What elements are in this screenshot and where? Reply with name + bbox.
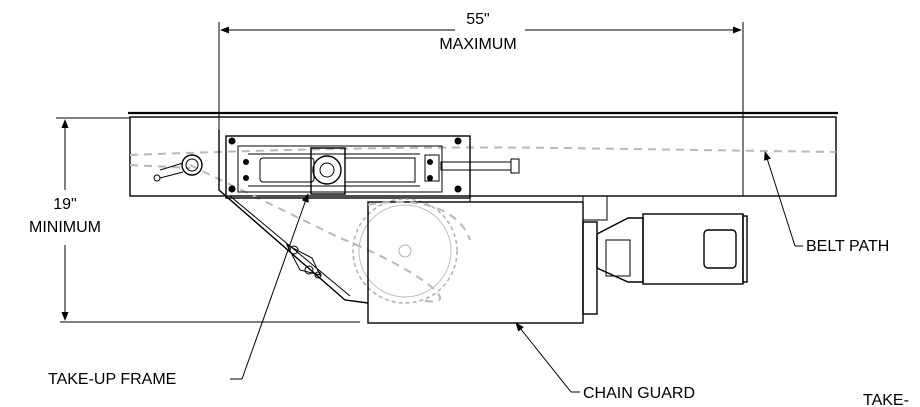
height-note: MINIMUM [29, 219, 101, 236]
width-value: 55" [466, 11, 489, 28]
take-up-frame-label: TAKE-UP FRAME [48, 371, 176, 388]
take-up-frame-assembly [218, 130, 520, 304]
chain-guard [367, 201, 584, 324]
height-value: 19" [53, 196, 76, 213]
belt-path-leader [764, 151, 803, 247]
take-up-frame-leader [230, 193, 309, 380]
drive-sprocket [352, 198, 458, 304]
belt-path-line [129, 146, 837, 303]
chain-guard-leader [515, 322, 580, 393]
belt-path-label: BELT PATH [806, 238, 889, 255]
idler-knob [153, 154, 203, 182]
height-dimension [56, 117, 360, 323]
width-note: MAXIMUM [439, 36, 516, 53]
chain-guard-label: CHAIN GUARD [583, 385, 695, 402]
cut-off-label: TAKE- [863, 392, 909, 407]
gear-motor [582, 213, 748, 315]
